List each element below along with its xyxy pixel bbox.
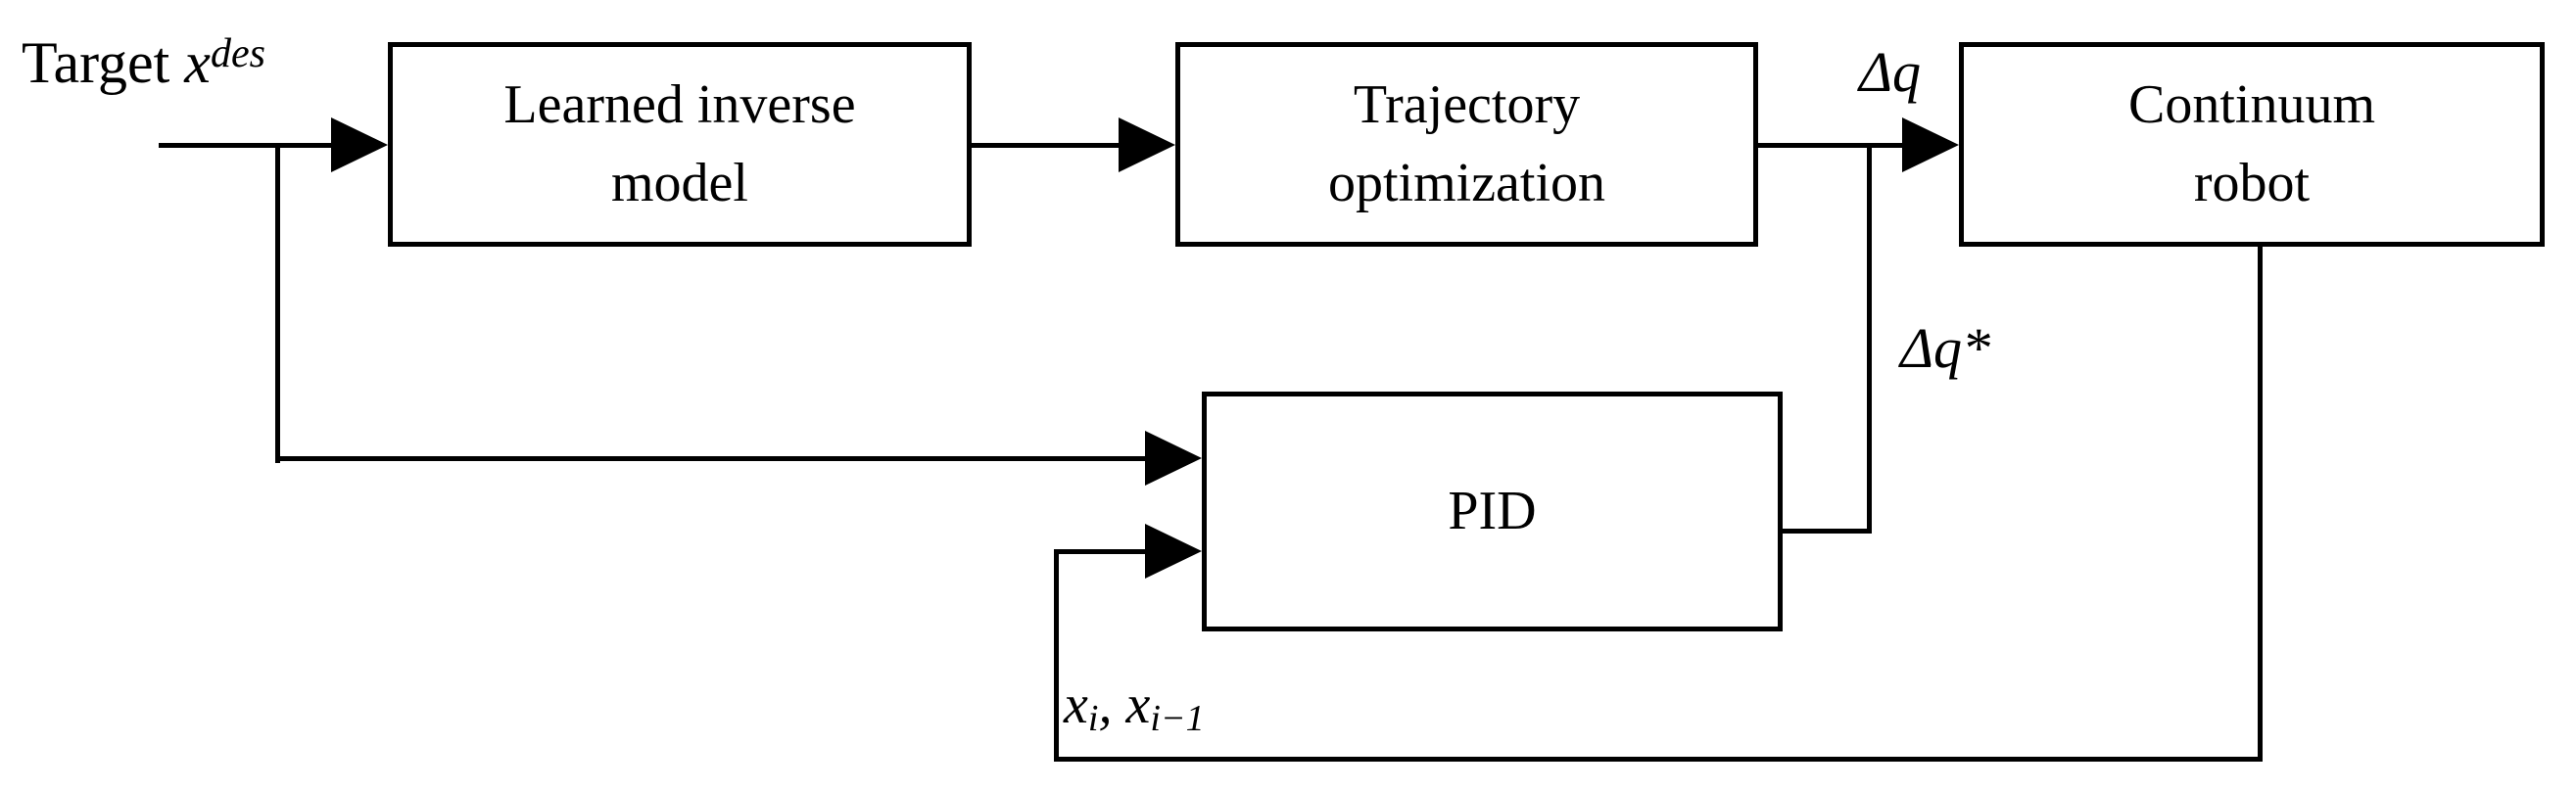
trajectory-to-continuum-line <box>1758 143 1902 148</box>
feedback-separator: , <box>1098 675 1126 735</box>
arrowhead-into-pid-upper-icon <box>1145 431 1202 486</box>
target-input-line <box>159 143 333 148</box>
pid-output-line <box>1783 529 1872 534</box>
arrowhead-into-pid-lower-icon <box>1145 524 1202 579</box>
pid-reference-line <box>275 456 1145 461</box>
robot-feedback-down-line <box>2258 247 2263 762</box>
target-variable: x <box>184 30 211 95</box>
node-learned-inverse-model: Learned inverse model <box>388 42 972 247</box>
delta-q-star-branch-line <box>1867 143 1872 534</box>
node-continuum-label-line1: Continuum <box>2127 73 2376 135</box>
node-pid: PID <box>1202 392 1783 631</box>
feedback-sub2: i−1 <box>1150 698 1205 740</box>
node-trajectory-optimization: Trajectory optimization <box>1175 42 1758 247</box>
node-trajectory-label-line1: Trajectory <box>1353 73 1581 135</box>
target-label-prefix: Target <box>22 30 185 95</box>
feedback-variables-label: xi, xi−1 <box>1064 674 1205 740</box>
feedback-up-line <box>1054 549 1059 762</box>
pid-feedback-input-line <box>1054 549 1145 554</box>
node-pid-label: PID <box>1448 480 1537 541</box>
node-continuum-label-line2: robot <box>2193 152 2311 213</box>
feedback-var2: x <box>1125 675 1151 735</box>
node-continuum-robot: Continuum robot <box>1959 42 2545 247</box>
arrowhead-into-continuum-icon <box>1902 117 1959 172</box>
target-branch-line <box>275 143 280 463</box>
target-label: Target xdes <box>22 29 265 97</box>
arrowhead-into-learned-icon <box>331 117 388 172</box>
feedback-sub1: i <box>1087 698 1099 740</box>
node-trajectory-label-line2: optimization <box>1327 152 1606 213</box>
feedback-var1: x <box>1064 675 1088 735</box>
node-learned-label-line1: Learned inverse <box>503 73 856 135</box>
delta-q-star-label: Δq* <box>1900 316 1991 380</box>
target-superscript: des <box>210 31 265 77</box>
arrowhead-into-trajectory-icon <box>1119 117 1175 172</box>
learned-to-trajectory-line <box>972 143 1119 148</box>
node-learned-label-line2: model <box>611 152 748 213</box>
feedback-bottom-line <box>1054 757 2263 762</box>
delta-q-label: Δq <box>1859 40 1922 104</box>
